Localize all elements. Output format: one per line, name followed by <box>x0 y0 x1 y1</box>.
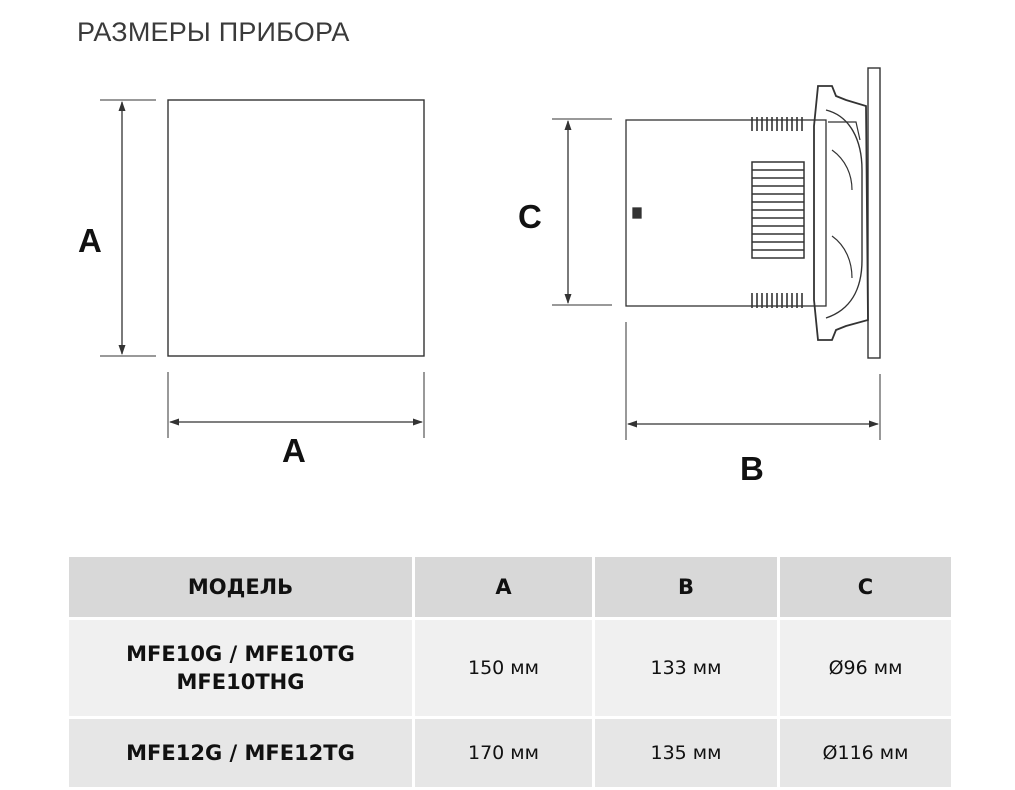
model-cell: MFE10G / MFE10TG MFE10THG <box>69 620 412 716</box>
model-name: MFE10G / MFE10TG <box>126 642 355 666</box>
front-panel-side <box>867 67 881 359</box>
column-header-c: C <box>780 557 951 617</box>
dimension-a-cell: 150 мм <box>415 620 592 716</box>
column-header-model: МОДЕЛЬ <box>69 557 412 617</box>
front-view <box>100 99 425 438</box>
upper-fins <box>751 117 803 131</box>
dimensions-table: МОДЕЛЬ A B C MFE10G / MFE10TG MFE10THG 1… <box>66 554 954 790</box>
dimension-c-cell: Ø96 мм <box>780 620 951 716</box>
front-height-label: A <box>78 222 102 259</box>
impeller-housing <box>813 85 869 341</box>
front-panel-outline <box>167 99 425 357</box>
dimension-c-cell: Ø116 мм <box>780 719 951 787</box>
model-cell: MFE12G / MFE12TG <box>69 719 412 787</box>
table-header-row: МОДЕЛЬ A B C <box>69 557 951 617</box>
table-row: MFE12G / MFE12TG 170 мм 135 мм Ø116 мм <box>69 719 951 787</box>
motor-grille <box>751 161 805 259</box>
duct-latch <box>632 207 642 219</box>
column-header-a: A <box>415 557 592 617</box>
side-depth-label: B <box>740 450 764 487</box>
dimension-a-cell: 170 мм <box>415 719 592 787</box>
duct-body <box>625 119 827 307</box>
impeller-inner <box>825 109 863 319</box>
model-name: MFE10THG <box>176 670 305 694</box>
lower-fins <box>751 293 803 308</box>
table-row: MFE10G / MFE10TG MFE10THG 150 мм 133 мм … <box>69 620 951 716</box>
model-name: MFE12G / MFE12TG <box>126 741 355 765</box>
dimension-b-cell: 133 мм <box>595 620 777 716</box>
side-height-label: C <box>518 198 542 235</box>
dimension-b-cell: 135 мм <box>595 719 777 787</box>
side-view <box>552 67 881 440</box>
column-header-b: B <box>595 557 777 617</box>
page-title: РАЗМЕРЫ ПРИБОРА <box>77 17 350 47</box>
dimension-drawing <box>100 67 881 440</box>
front-width-label: A <box>282 432 306 469</box>
